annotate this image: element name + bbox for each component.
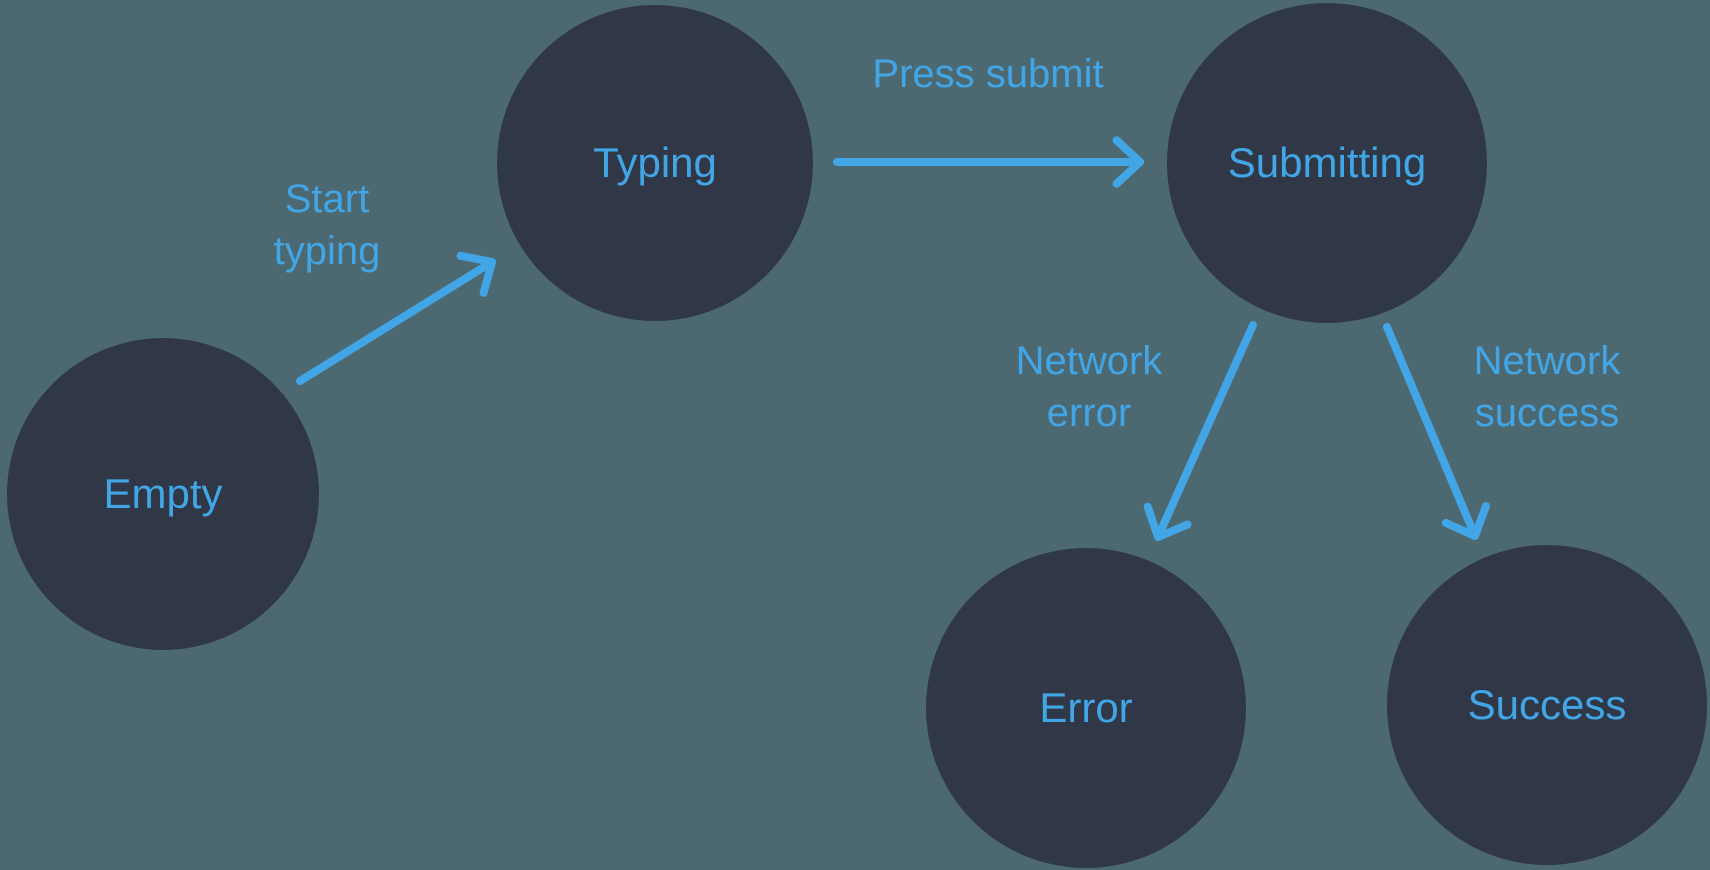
state-circle-empty <box>7 338 319 650</box>
state-label-typing: Typing <box>593 139 717 186</box>
arrowhead-icon <box>456 251 496 297</box>
state-label-submitting: Submitting <box>1228 139 1426 186</box>
state-node-error: Error <box>926 548 1246 868</box>
transition-label-press-submit-line1: Press submit <box>872 52 1103 96</box>
transition-label-start-typing-line1: Start <box>285 177 369 221</box>
state-node-submitting: Submitting <box>1167 3 1487 323</box>
transition-arrow-line <box>296 258 496 385</box>
edges-layer <box>296 136 1490 541</box>
transition-start-typing <box>296 251 496 385</box>
transition-arrow-line <box>1383 323 1479 540</box>
state-circle-success <box>1387 545 1707 865</box>
transition-network-success <box>1383 323 1490 540</box>
state-circle-error <box>926 548 1246 868</box>
arrowhead-icon <box>1143 502 1192 541</box>
state-circle-typing <box>497 5 813 321</box>
transition-label-network-success-line1: Network <box>1474 339 1622 383</box>
arrowhead-icon <box>1441 502 1490 540</box>
transition-press-submit <box>833 136 1144 188</box>
transition-label-network-success-line2: success <box>1475 391 1620 435</box>
transition-arrow-line <box>1154 321 1257 541</box>
state-label-success: Success <box>1468 681 1627 728</box>
state-label-error: Error <box>1039 684 1132 731</box>
state-circle-submitting <box>1167 3 1487 323</box>
state-node-empty: Empty <box>7 338 319 650</box>
state-node-success: Success <box>1387 545 1707 865</box>
transition-network-error <box>1143 321 1257 541</box>
arrowhead-icon <box>1112 136 1144 188</box>
transition-label-start-typing-line2: typing <box>274 229 381 273</box>
state-node-typing: Typing <box>497 5 813 321</box>
transition-label-network-error-line2: error <box>1047 391 1131 435</box>
state-label-empty: Empty <box>103 470 222 517</box>
transition-label-network-error-line1: Network <box>1016 339 1164 383</box>
